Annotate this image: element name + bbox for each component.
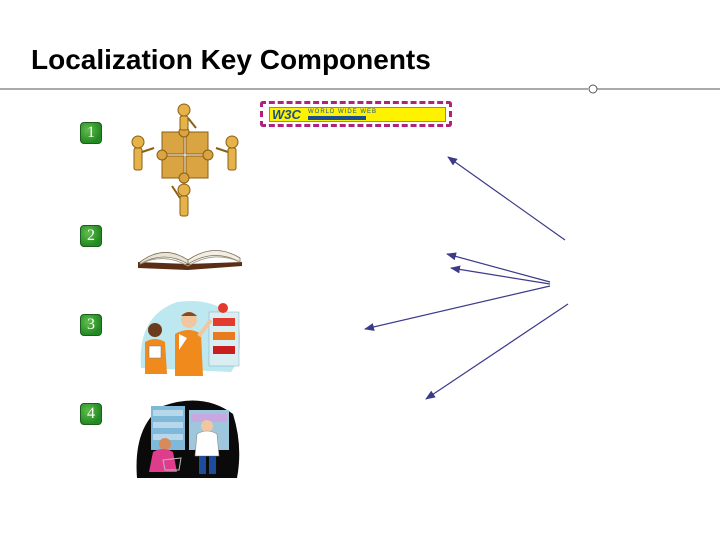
title-divider: [0, 84, 720, 94]
item-number-4: 4: [80, 403, 102, 425]
shop-workers-icon: [140, 301, 240, 376]
item-number-2: 2: [80, 225, 102, 247]
arrow-5: [425, 303, 569, 400]
people-puzzle-icon: [131, 103, 239, 217]
w3c-banner-inner: W3C WORLD WIDE WEB: [269, 107, 446, 122]
w3c-logo: W3C: [272, 107, 301, 122]
open-book-icon: [138, 250, 242, 270]
w3c-subtitle: WORLD WIDE WEB: [308, 109, 377, 115]
item-number-1: 1: [80, 122, 102, 144]
w3c-logo-bar: [308, 116, 366, 120]
arrow-4: [364, 285, 551, 331]
slide-title: Localization Key Components: [31, 44, 431, 75]
arrow-2: [446, 252, 551, 283]
arrow-1: [447, 156, 566, 241]
w3c-banner: W3C WORLD WIDE WEB: [260, 101, 452, 127]
shopping-people-icon: [136, 400, 240, 478]
item-number-3: 3: [80, 314, 102, 336]
arrow-3: [450, 265, 551, 285]
